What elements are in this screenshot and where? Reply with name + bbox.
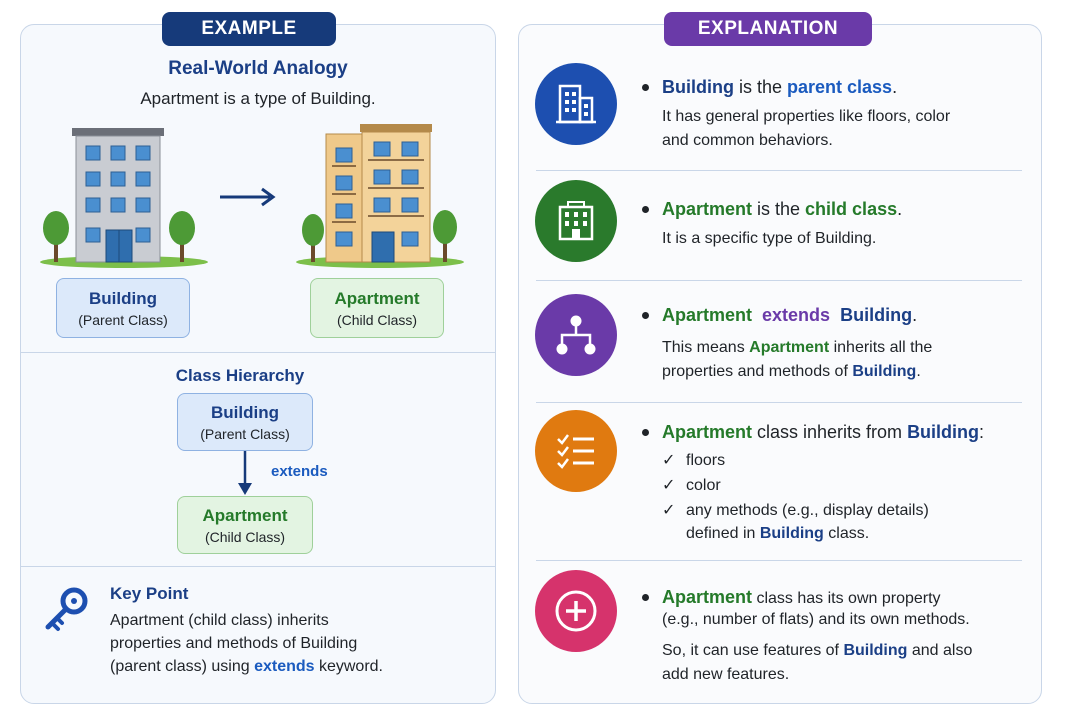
hierarchy-child-name: Apartment: [202, 505, 288, 525]
analogy-subtitle: Apartment is a type of Building.: [140, 89, 376, 108]
hierarchy-child-box: Apartment (Child Class): [177, 496, 313, 554]
item1-body: It has general properties like floors, c…: [662, 108, 951, 149]
key-point-title: Key Point: [110, 584, 189, 603]
item1-heading: Building is the parent class.: [662, 77, 898, 97]
tree-icon: [433, 210, 457, 262]
item3-heading: Apartment extends Building.: [662, 305, 918, 325]
check-item: ✓color: [662, 474, 721, 498]
example-header: EXAMPLE: [162, 12, 336, 46]
apartment-building-icon: [535, 180, 617, 262]
analogy-title: Real-World Analogy: [168, 58, 348, 79]
item-divider: [536, 280, 1022, 281]
key-point-line: (parent class) using extends keyword.: [110, 658, 383, 675]
key-point-text: Apartment (child class) inherits propert…: [110, 609, 480, 678]
item-divider: [536, 560, 1022, 561]
item3-body: This means Apartment inherits all the pr…: [662, 339, 933, 380]
bullet: [642, 429, 649, 436]
item2-body: It is a specific type of Building.: [662, 230, 877, 247]
parent-class-box: Building (Parent Class): [56, 278, 190, 338]
hierarchy-icon: [535, 294, 617, 376]
check-icon: ✓: [662, 477, 676, 494]
item5-body: (e.g., number of flats) and its own meth…: [662, 611, 970, 628]
bullet: [642, 206, 649, 213]
parent-class-role: (Parent Class): [78, 311, 168, 328]
checklist-icon: [535, 410, 617, 492]
tree-icon: [43, 211, 69, 262]
extends-keyword: extends: [254, 658, 315, 675]
key-icon: [45, 587, 88, 631]
child-class-name: Apartment: [334, 288, 420, 308]
extends-label: extends: [271, 463, 328, 480]
item-divider: [536, 170, 1022, 171]
check-item: ✓any methods (e.g., display details): [662, 499, 929, 523]
arrow-right-icon: [220, 187, 276, 207]
section-divider: [21, 352, 495, 353]
parent-class-name: Building: [89, 288, 157, 308]
child-class-box: Apartment (Child Class): [310, 278, 444, 338]
item-divider: [536, 402, 1022, 403]
explanation-header: EXPLANATION: [664, 12, 872, 46]
tree-icon: [169, 211, 195, 262]
check-icon: ✓: [662, 452, 676, 469]
item5-heading: Apartment class has its own property: [662, 587, 941, 607]
arrow-down-icon: [238, 451, 252, 495]
bullet: [642, 594, 649, 601]
section-divider: [21, 566, 495, 567]
hierarchy-parent-box: Building (Parent Class): [177, 393, 313, 451]
office-icon: [535, 63, 617, 145]
hierarchy-child-role: (Child Class): [204, 528, 286, 545]
check-item: ✓floors: [662, 449, 725, 473]
key-point-line: properties and methods of Building: [110, 635, 358, 652]
apartment-icon: [296, 124, 464, 268]
item5-body-2: So, it can use features of Building and …: [662, 642, 973, 683]
item2-heading: Apartment is the child class.: [662, 199, 903, 219]
plus-icon: [535, 570, 617, 652]
tree-icon: [302, 214, 324, 262]
hierarchy-parent-role: (Parent Class): [200, 425, 290, 442]
child-class-role: (Child Class): [336, 311, 418, 328]
bullet: [642, 84, 649, 91]
bullet: [642, 312, 649, 319]
hierarchy-title: Class Hierarchy: [175, 366, 305, 385]
item4-heading: Apartment class inherits from Building:: [662, 422, 985, 442]
hierarchy-parent-name: Building: [211, 402, 279, 422]
check-icon: ✓: [662, 502, 676, 519]
key-point-line: Apartment (child class) inherits: [110, 612, 329, 629]
building-icon: [40, 128, 208, 268]
check-item-continued: defined in Building class.: [686, 525, 870, 542]
